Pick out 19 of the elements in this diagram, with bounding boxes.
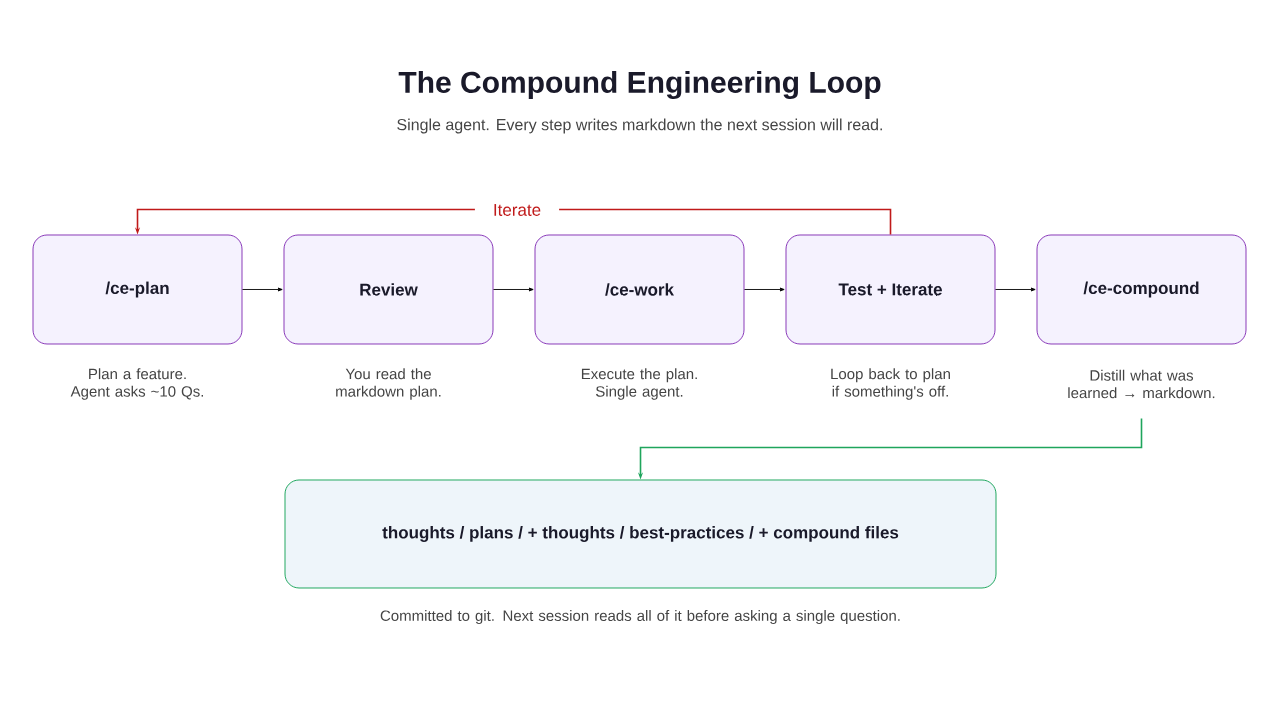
step-description: Execute the plan. Single agent. [581, 368, 697, 400]
process-box: /ce-work [534, 234, 745, 345]
step-description: Distill what was learned → markdown. [1068, 369, 1215, 399]
step-description: Loop back to plan if something's off. [831, 368, 950, 400]
process-box: Test + Iterate [785, 234, 996, 345]
arrow [995, 287, 1036, 292]
edge-label: Iterate [474, 201, 560, 219]
step-description: Plan a feature. Agent asks ~10 Qs. [70, 368, 203, 400]
arrow [493, 287, 534, 292]
arrow [242, 287, 283, 292]
storage-box: thoughts / plans / + thoughts / best-practices / + compound files [284, 479, 997, 589]
process-box: Review [283, 234, 494, 345]
title: The Compound Engineering Loop [398, 70, 881, 100]
step-description: You read the markdown plan. [336, 368, 441, 400]
process-box: /ce-compound [1036, 234, 1247, 345]
step-description: Committed to git. Next session reads all of it before asking a single question. [380, 610, 900, 624]
arrow [744, 287, 785, 292]
subtitle: Single agent. Every step writes markdown the next session will read. [397, 118, 882, 134]
process-box: /ce-plan [32, 234, 243, 345]
